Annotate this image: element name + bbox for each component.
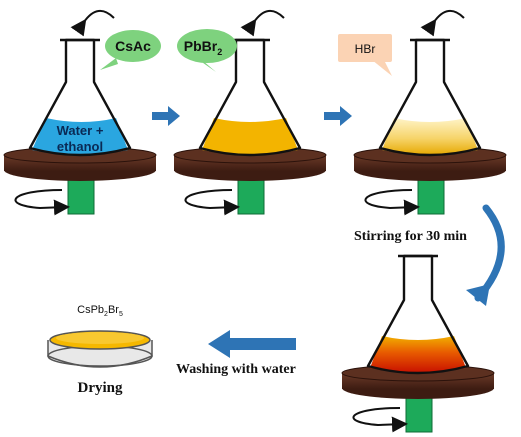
pbbr2-bubble: PbBr2 [177, 29, 237, 72]
flask-1: Water + ethanol [28, 38, 132, 157]
stirrer-shaft [405, 397, 433, 433]
stirrer-4 [341, 364, 495, 433]
flask-2 [198, 38, 302, 157]
hbr-bubble: HBr [338, 34, 392, 76]
flask-1-label-line2: ethanol [57, 139, 103, 154]
flask-outline [378, 38, 482, 157]
addition-arrow-3 [420, 10, 465, 37]
petri-dish [47, 330, 153, 368]
stirrer-shaft [237, 179, 265, 215]
stirrer-shaft [417, 179, 445, 215]
flask-outline [198, 38, 302, 157]
rotation-arrow [14, 189, 70, 216]
flask-outline [28, 38, 132, 157]
addition-arrow-1 [70, 10, 115, 37]
flask-4 [366, 254, 470, 375]
stirrer-2 [173, 146, 327, 216]
process-arrow-1 [152, 106, 180, 126]
product-label: CsPb2Br5 [77, 304, 123, 318]
pbbr2-label: PbBr2 [184, 38, 222, 57]
rotation-arrow [352, 407, 408, 433]
drying-label: Drying [78, 380, 124, 396]
flask-liquid [32, 118, 128, 155]
washing-label: Washing with water [176, 362, 296, 377]
rotation-arrow [184, 189, 240, 216]
flask-outline [366, 254, 470, 375]
flask-liquid [370, 336, 466, 373]
addition-arrow-2 [240, 10, 285, 37]
curved-process-arrow [466, 204, 505, 306]
csac-label: CsAc [115, 38, 151, 54]
csac-bubble: CsAc [100, 30, 161, 70]
stirrer-3 [353, 146, 507, 216]
hbr-label: HBr [355, 42, 376, 56]
process-arrow-2 [324, 106, 352, 126]
stirring-label: Stirring for 30 min [354, 229, 467, 244]
stirrer-1 [3, 146, 157, 216]
flask-3 [378, 38, 482, 157]
flask-liquid [382, 118, 478, 155]
process-arrow-washing [208, 330, 296, 358]
stirrer-shaft [67, 179, 95, 215]
rotation-arrow [364, 189, 420, 216]
flask-liquid [202, 118, 298, 155]
flask-1-label-line1: Water + [57, 123, 104, 138]
